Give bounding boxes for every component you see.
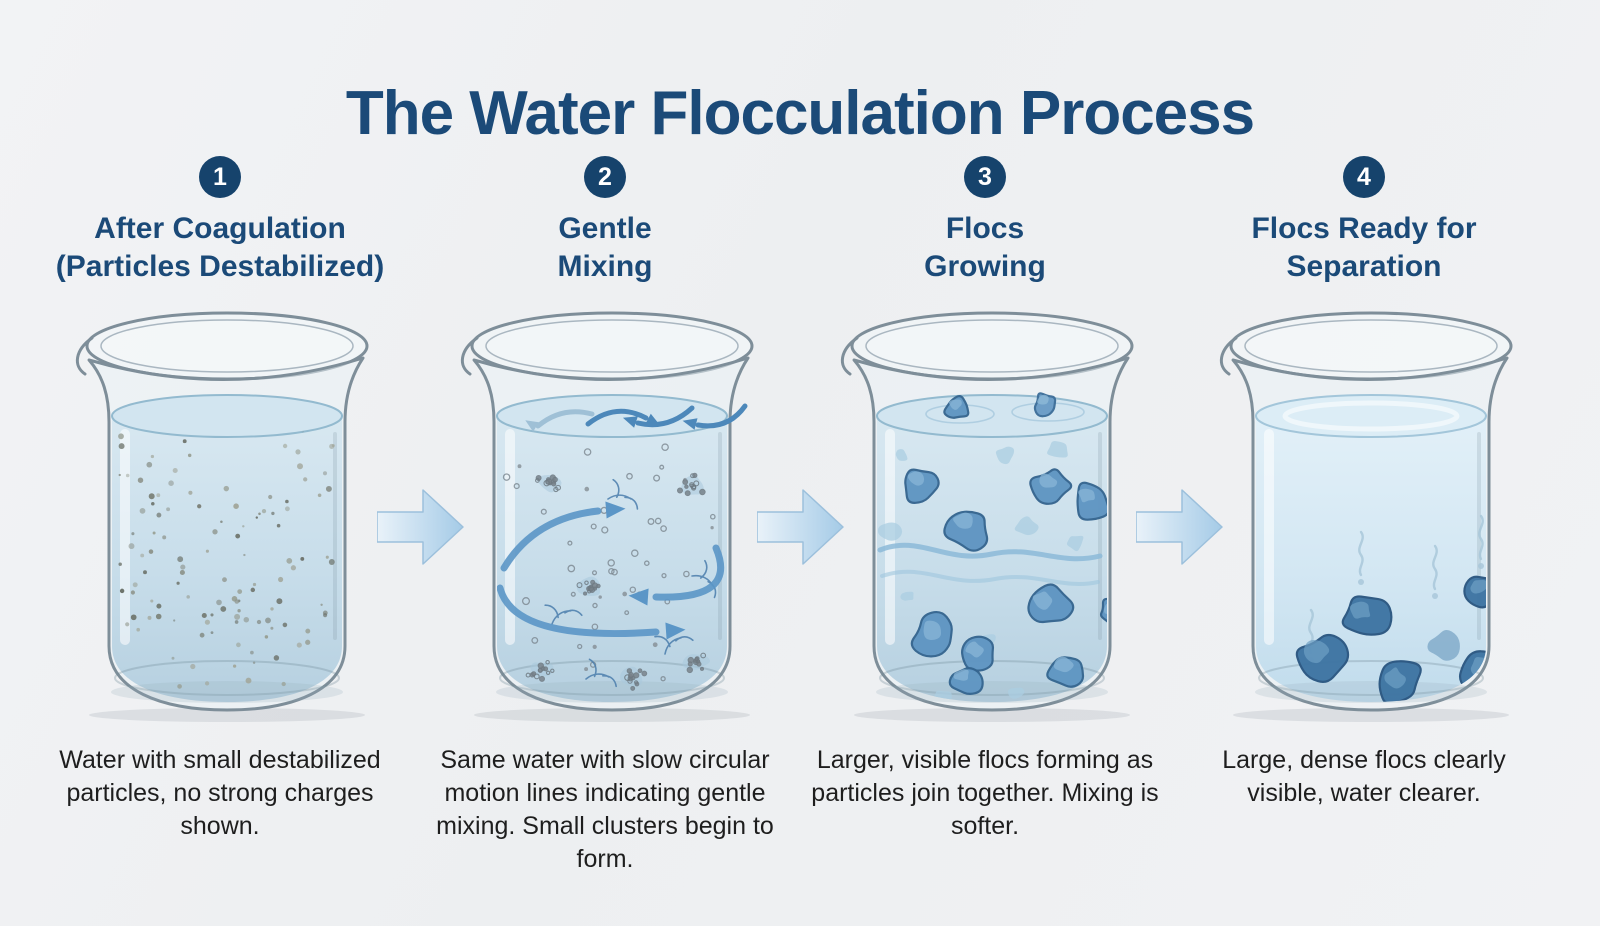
stage-2-title: Gentle Mixing — [425, 210, 785, 286]
beaker-illustration-destabilized-particles — [55, 294, 385, 724]
beaker-illustration-flocs-settled — [1199, 294, 1529, 724]
flow-arrow-icon-1 — [376, 478, 465, 576]
stage-1-description: Water with small destabilized particles,… — [59, 745, 381, 840]
stage-3-number-badge: 3 — [964, 156, 1006, 198]
stage-3-title: Flocs Growing — [805, 210, 1165, 286]
stage-column-3: 3 Flocs Growing Larger, visible flocs fo… — [805, 156, 1165, 843]
beaker-illustration-flocs-growing — [820, 294, 1150, 724]
stage-column-2: 2 Gentle Mixing Same water with slow cir… — [425, 156, 785, 876]
stage-1-title-line2: (Particles Destabilized) — [55, 249, 385, 283]
stage-column-1: 1 After Coagulation (Particles Destabili… — [18, 156, 422, 843]
stage-4-title-line2: Separation — [1286, 249, 1442, 283]
stage-2-title-line1: Gentle — [558, 212, 652, 245]
stage-1-title: After Coagulation (Particles Destabilize… — [18, 210, 422, 286]
stage-3-title-line2: Growing — [924, 249, 1046, 283]
stage-1-title-line1: After Coagulation — [94, 212, 346, 245]
flow-arrow-icon-3 — [1135, 478, 1224, 576]
stage-4-description: Large, dense flocs clearly visible, wate… — [1222, 745, 1506, 807]
stage-4-number-badge: 4 — [1343, 156, 1385, 198]
stage-4-title: Flocs Ready for Separation — [1183, 210, 1545, 286]
beaker-illustration-gentle-mixing — [440, 294, 770, 724]
stage-3-title-line1: Flocs — [945, 212, 1025, 245]
stage-3-description: Larger, visible flocs forming as particl… — [811, 745, 1159, 840]
stage-1-number-badge: 1 — [199, 156, 241, 198]
stage-column-4: 4 Flocs Ready for Separation Large, dens… — [1183, 156, 1545, 810]
page-title: The Water Flocculation Process — [345, 78, 1255, 148]
flow-arrow-icon-2 — [756, 478, 845, 576]
stage-2-description: Same water with slow circular motion lin… — [436, 745, 774, 873]
stage-2-number-badge: 2 — [584, 156, 626, 198]
stage-2-title-line2: Mixing — [557, 249, 653, 283]
stage-4-title-line1: Flocs Ready for — [1251, 212, 1477, 245]
